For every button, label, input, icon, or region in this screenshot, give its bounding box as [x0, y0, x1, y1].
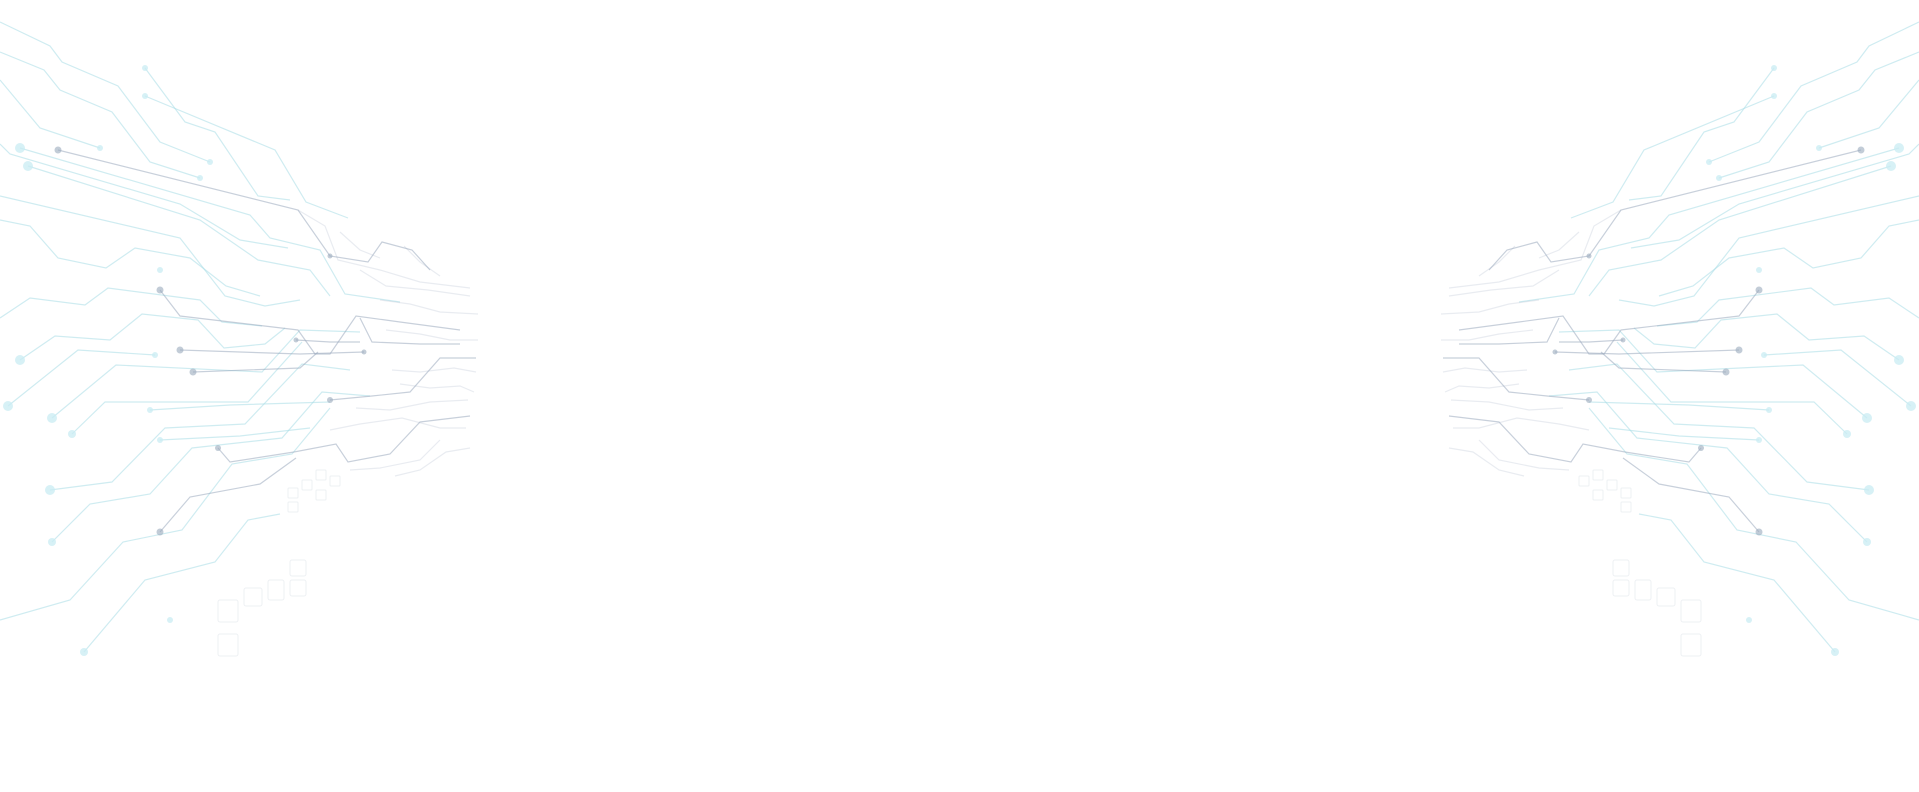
circuit-faint-traces	[1440, 209, 1622, 477]
circuit-faint-traces	[297, 209, 479, 477]
circuit-chips	[217, 469, 341, 657]
circuit-traces	[1518, 21, 1919, 653]
circuit-main-traces	[1443, 149, 1862, 533]
left-circuit-pattern	[0, 21, 479, 657]
right-circuit-pattern	[1440, 21, 1919, 657]
circuit-main-traces	[57, 149, 476, 533]
circuit-traces	[0, 21, 401, 653]
circuit-nodes	[1552, 65, 1916, 656]
circuit-nodes	[3, 65, 367, 656]
circuit-chips	[1578, 469, 1702, 657]
